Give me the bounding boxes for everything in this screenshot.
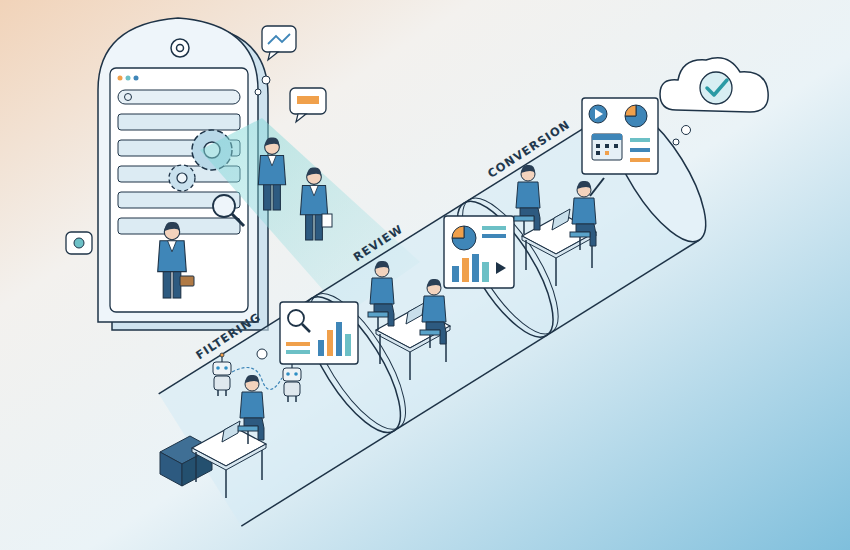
- success-cloud: [700, 72, 732, 104]
- filtering-stage: [213, 353, 231, 396]
- chat-bubbles: [296, 114, 306, 122]
- review-stage: [482, 226, 506, 230]
- stage-label: CONVERSION: [481, 115, 575, 184]
- review-stage: [496, 262, 506, 274]
- pipeline-tube: [440, 188, 570, 350]
- walking-people: [322, 214, 332, 227]
- review-stage: [420, 279, 446, 348]
- conversion-stage: [605, 144, 609, 148]
- filtering-stage: [286, 350, 310, 354]
- walking-people: [300, 167, 327, 240]
- filtering-stage: [283, 359, 301, 402]
- browser-panel: [169, 165, 195, 191]
- conversion-stage: [625, 105, 636, 116]
- review-stage: [472, 254, 479, 282]
- conversion-stage: [625, 105, 647, 127]
- browser-panel: [232, 214, 244, 226]
- conversion-stage: [589, 105, 607, 123]
- chat-bubbles: [268, 52, 278, 60]
- filtering-stage: [286, 342, 310, 346]
- conversion-stage: [630, 138, 650, 142]
- filtering-stage: [160, 452, 182, 486]
- chat-bubbles: [297, 96, 319, 104]
- conversion-stage: [514, 98, 658, 286]
- walking-people: [258, 137, 285, 210]
- chat-bubbles: [74, 238, 84, 248]
- filtering-stage: [336, 322, 342, 356]
- stage-label: REVIEW: [348, 219, 409, 266]
- filtering-stage: [257, 349, 267, 359]
- review-stage: [482, 262, 489, 282]
- stage-label: FILTERING: [190, 307, 266, 364]
- filtering-stage: [232, 368, 282, 390]
- browser-panel: [171, 39, 189, 57]
- browser-panel: [213, 195, 235, 217]
- review-stage: [368, 261, 394, 330]
- conversion-stage: [630, 148, 650, 152]
- chat-bubbles: [268, 34, 290, 44]
- walking-people: [158, 222, 187, 298]
- browser-panel: [134, 76, 139, 81]
- conversion-stage: [596, 151, 600, 155]
- success-cloud: [660, 58, 768, 145]
- filtering-stage: [302, 324, 310, 332]
- browser-panel: [177, 45, 184, 52]
- conversion-stage: [596, 144, 600, 148]
- conversion-stage: [514, 165, 540, 234]
- browser-panel: [118, 114, 240, 130]
- chat-bubbles: [255, 89, 261, 95]
- filtering-stage: [288, 310, 304, 326]
- filtering-stage: [160, 302, 358, 498]
- filtering-stage: [280, 302, 358, 364]
- browser-panel: [125, 94, 132, 101]
- review-stage: [452, 266, 459, 282]
- conversion-stage: [592, 134, 622, 160]
- conversion-stage: [614, 144, 618, 148]
- browser-panel: [126, 76, 131, 81]
- filtering-stage: [318, 340, 324, 356]
- success-cloud: [673, 139, 679, 145]
- filtering-stage: [238, 375, 264, 444]
- browser-panel: [118, 76, 123, 81]
- chat-bubbles: [262, 76, 270, 84]
- pipeline-tube: [159, 108, 617, 394]
- walking-people: [158, 137, 332, 298]
- filtering-stage: [345, 334, 351, 356]
- success-cloud: [682, 126, 691, 135]
- browser-panel: [110, 68, 248, 312]
- conversion-stage: [605, 151, 609, 155]
- conversion-stage: [630, 158, 650, 162]
- walking-people: [180, 276, 194, 286]
- chat-bubbles: [290, 88, 326, 114]
- pipeline-tube: [159, 93, 723, 526]
- review-stage: [444, 216, 514, 288]
- browser-panel: [118, 90, 240, 104]
- browser-panel: [177, 173, 187, 183]
- review-stage: [482, 234, 506, 238]
- success-cloud: [660, 58, 768, 112]
- success-cloud: [707, 80, 727, 95]
- review-stage: [452, 226, 464, 238]
- chat-bubbles: [262, 26, 296, 52]
- conversion-stage: [582, 98, 658, 174]
- review-stage: [462, 258, 469, 282]
- conversion-stage: [570, 181, 596, 250]
- filtering-stage: [327, 330, 333, 356]
- conversion-stage: [595, 109, 603, 119]
- conversion-stage: [590, 178, 604, 196]
- chat-bubbles: [66, 232, 92, 254]
- conversion-stage: [592, 134, 622, 140]
- filtering-stage: [192, 421, 266, 498]
- review-stage: [452, 226, 476, 250]
